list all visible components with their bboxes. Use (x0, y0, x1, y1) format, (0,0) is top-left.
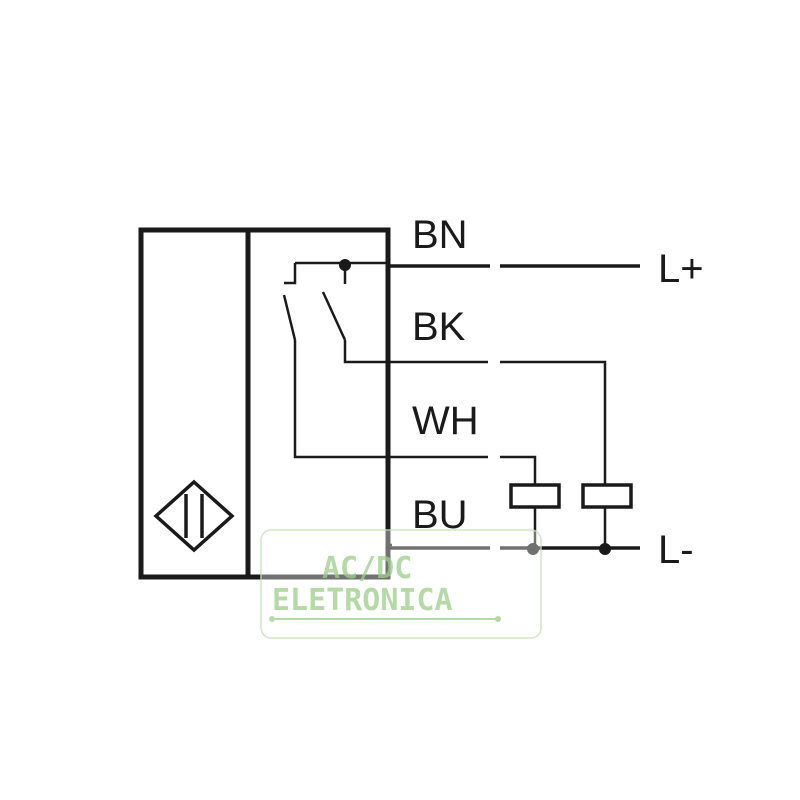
normally-closed-contact-icon (321, 291, 390, 364)
external-wiring (390, 264, 640, 555)
normally-open-contact-icon (282, 294, 390, 459)
wire-label-bn: BN (412, 213, 468, 257)
wire-label-bk: BK (412, 305, 466, 349)
inductive-sensor-icon (153, 479, 235, 553)
switch-contacts (282, 259, 392, 547)
wire-label-wh: WH (412, 399, 479, 443)
sensor-housing (138, 227, 391, 580)
watermark-line2: ELETRONICA (272, 583, 453, 618)
terminal-label-negative: L- (658, 528, 694, 572)
load-resistor-icon (509, 483, 561, 509)
terminal-label-positive: L+ (658, 247, 704, 291)
watermark-line1: AC/DC (322, 551, 412, 586)
load-resistor-icon-2 (581, 483, 633, 509)
watermark: AC/DC ELETRONICA (260, 529, 542, 639)
